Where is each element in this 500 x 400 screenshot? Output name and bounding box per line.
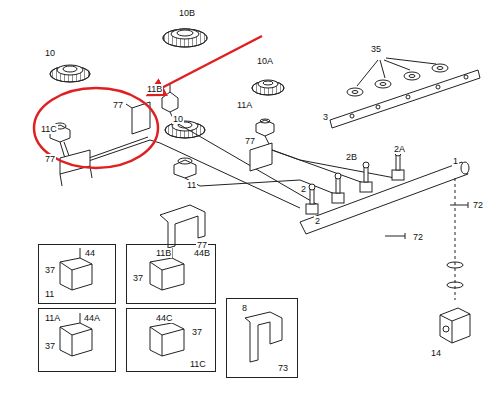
inset-box: 44C 37 11C [126,308,216,372]
highlight-arrow [150,36,262,94]
callout-number: 2 [300,184,307,194]
callout-number: 11 [186,180,197,190]
callout-number: 11B [146,84,163,94]
callout-number: 1 [452,156,459,166]
inset-box: 44 37 11 [38,244,116,304]
callout-number: 37 [191,327,203,337]
burner-10 [50,65,90,82]
callout-number: 8 [241,303,248,313]
callout-number: 37 [132,273,144,283]
inset-box: 11B44B37 [126,244,216,304]
callout-number: 2B [345,152,358,162]
callout-number: 11 [44,289,55,299]
callout-number: 10 [172,114,184,124]
inset-box: 11A 44A 37 [38,308,116,372]
callout-number: 73 [277,363,289,373]
callout-number: 11A [236,100,253,110]
callout-number: 44 [84,248,96,258]
callout-number: 37 [44,341,56,351]
callout-number: 44A [83,313,101,323]
callout-number: 72 [412,232,424,242]
callout-number: 11A [44,313,61,323]
callout-number: 3 [322,112,329,122]
burner-10A [252,80,284,95]
callout-number: 35 [370,44,382,54]
callout-number: 14 [430,348,442,358]
callout-number: 11C [40,124,58,134]
callout-number: 77 [44,154,56,164]
callout-number: 10 [44,48,56,58]
callout-number: 11C [189,359,207,369]
callout-number: 10A [256,56,274,66]
callout-number: 72 [472,200,484,210]
callout-number: 11B [155,248,172,258]
inset-box: 8 73 [226,298,298,378]
callout-number: 77 [112,100,124,110]
callout-number: 77 [196,240,208,250]
callout-number: 77 [244,136,256,146]
callout-number: 37 [44,265,56,275]
highlight-ellipse [34,88,158,168]
burner-10B [163,29,207,47]
callout-number: 10B [178,8,196,18]
callout-number: 2 [314,216,321,226]
callout-number: 2A [393,144,406,154]
callout-number: 44C [155,313,174,323]
